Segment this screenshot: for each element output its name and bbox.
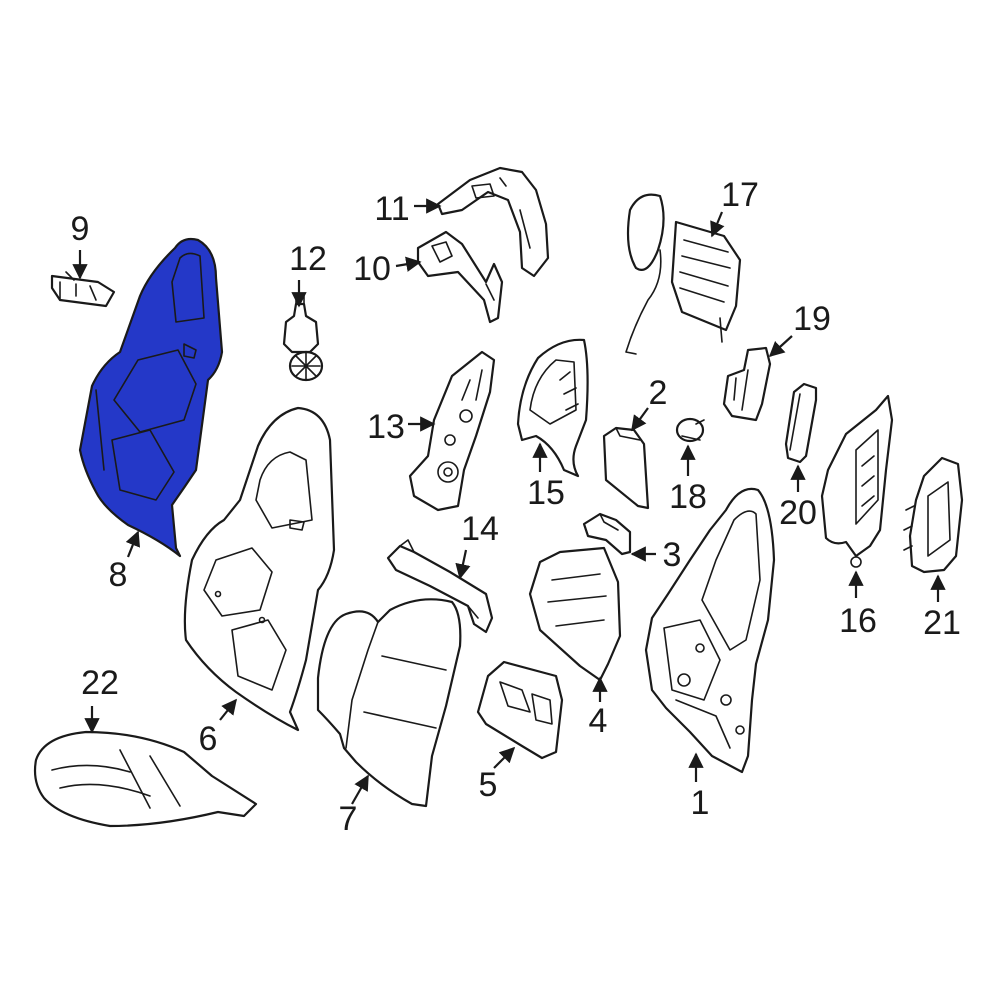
callout-7: 7 bbox=[339, 800, 358, 838]
part-19-trim-bracket[interactable] bbox=[722, 346, 772, 422]
part-8-backrest-cover[interactable] bbox=[78, 237, 224, 558]
callout-17: 17 bbox=[721, 176, 759, 214]
part-13-recliner[interactable] bbox=[408, 350, 496, 512]
callout-12: 12 bbox=[289, 240, 327, 278]
part-7-rear-panel[interactable] bbox=[316, 598, 462, 808]
part-18-clip[interactable] bbox=[675, 417, 705, 443]
part-5-mounting-bracket[interactable] bbox=[476, 660, 564, 760]
leader-arrows bbox=[72, 198, 946, 805]
part-6-backrest-pad[interactable] bbox=[183, 406, 336, 732]
leader-7 bbox=[351, 774, 369, 805]
part-2-cover-panel[interactable] bbox=[602, 426, 650, 510]
callout-21: 21 bbox=[923, 604, 961, 642]
leader-2 bbox=[631, 407, 649, 432]
callout-8: 8 bbox=[109, 556, 128, 594]
callout-15: 15 bbox=[527, 474, 565, 512]
part-22-seat-cushion[interactable] bbox=[33, 730, 258, 828]
part-1-seat-frame[interactable] bbox=[644, 487, 776, 774]
callout-labels: 9 8 12 11 10 13 6 7 14 15 2 17 18 19 20 … bbox=[71, 176, 961, 838]
leader-5 bbox=[493, 746, 516, 769]
part-12-pin[interactable] bbox=[282, 295, 324, 382]
callout-18: 18 bbox=[669, 478, 707, 516]
callout-22: 22 bbox=[81, 664, 119, 702]
part-21-control-switch[interactable] bbox=[903, 456, 964, 574]
callout-10: 10 bbox=[353, 250, 391, 288]
part-9-bracket[interactable] bbox=[50, 271, 116, 308]
callout-4: 4 bbox=[589, 702, 608, 740]
leader-19 bbox=[768, 335, 793, 358]
callout-19: 19 bbox=[793, 300, 831, 338]
callout-20: 20 bbox=[779, 494, 817, 532]
callout-5: 5 bbox=[479, 766, 498, 804]
leader-14 bbox=[455, 549, 471, 580]
callout-2: 2 bbox=[649, 374, 668, 412]
callout-13: 13 bbox=[367, 408, 405, 446]
part-14-frame-rod[interactable] bbox=[386, 539, 494, 634]
part-10-side-bracket[interactable] bbox=[416, 230, 504, 324]
callout-6: 6 bbox=[199, 720, 218, 758]
leader-10 bbox=[395, 256, 422, 272]
leader-6 bbox=[219, 698, 237, 721]
callout-11: 11 bbox=[374, 190, 409, 228]
callout-1: 1 bbox=[691, 784, 710, 822]
callout-9: 9 bbox=[71, 210, 90, 248]
callout-16: 16 bbox=[839, 602, 877, 640]
part-3-bracket[interactable] bbox=[582, 512, 632, 556]
callout-3: 3 bbox=[663, 536, 682, 574]
part-11-frame-bracket[interactable] bbox=[436, 166, 550, 278]
part-4-trim-panel[interactable] bbox=[528, 546, 622, 682]
part-15-side-shield[interactable] bbox=[516, 338, 589, 478]
callout-14: 14 bbox=[461, 510, 499, 548]
part-17-lumbar-assembly[interactable] bbox=[625, 193, 742, 355]
part-16-side-trim[interactable] bbox=[820, 394, 894, 568]
leader-8 bbox=[125, 530, 141, 558]
part-20-side-panel[interactable] bbox=[784, 382, 818, 464]
leader-17 bbox=[710, 211, 725, 238]
